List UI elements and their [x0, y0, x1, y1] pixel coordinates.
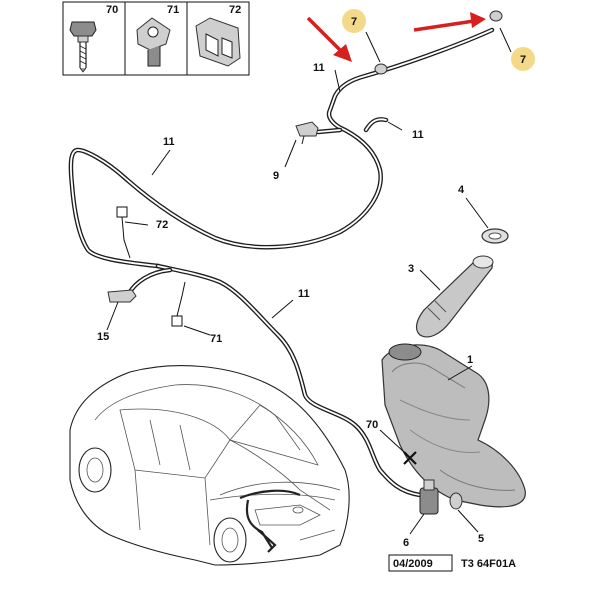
callout-15: 15	[97, 331, 109, 343]
callout-1: 1	[467, 354, 473, 366]
callout-11-top: 11	[313, 62, 325, 74]
callout-71: 71	[210, 333, 222, 345]
hose-clip-icon	[195, 17, 241, 67]
cap-7-right	[489, 10, 503, 22]
legend-number-72: 72	[229, 4, 241, 16]
leader-15	[106, 301, 119, 331]
nozzle-9	[295, 121, 319, 145]
car-outline	[69, 365, 350, 566]
leader-7-right	[499, 27, 512, 53]
cap-4	[481, 228, 509, 244]
callout-11-right: 11	[412, 129, 424, 141]
clip-marker-71	[171, 281, 186, 327]
leader-70	[379, 429, 405, 453]
screw-70-marker	[403, 451, 417, 465]
legend-number-71: 71	[167, 4, 179, 16]
callout-7-left: 7	[351, 16, 357, 28]
leader-11-middle	[271, 299, 294, 319]
leader-1	[447, 365, 473, 381]
leader-5	[457, 509, 479, 533]
highlight-badge-7-right: 7	[511, 47, 535, 71]
leader-7-left	[365, 31, 381, 63]
leader-72	[124, 221, 149, 226]
leader-9	[284, 139, 297, 168]
callout-70: 70	[366, 419, 378, 431]
lower-hose	[125, 263, 423, 498]
reservoir-1	[381, 343, 526, 508]
callout-11-left: 11	[163, 136, 175, 148]
clip-marker-72	[116, 206, 131, 259]
callout-6: 6	[403, 537, 409, 549]
callout-5: 5	[478, 533, 484, 545]
red-arrow-icon-right	[413, 12, 486, 32]
callout-9: 9	[273, 170, 279, 182]
callout-72: 72	[156, 219, 168, 231]
pump-6	[419, 479, 439, 515]
seal-5	[449, 492, 463, 510]
cap-7-left	[374, 63, 388, 75]
parts-legend: 70 71 72	[62, 1, 250, 76]
callout-3: 3	[408, 263, 414, 275]
leader-71	[183, 325, 211, 336]
bolt-icon	[69, 21, 97, 73]
leader-11-left	[151, 149, 171, 176]
filler-neck-3	[415, 255, 494, 338]
leader-3	[419, 269, 441, 291]
highlight-badge-7-left: 7	[342, 9, 366, 33]
footer-date: 04/2009	[393, 558, 433, 570]
callout-4: 4	[458, 184, 465, 196]
leader-6	[409, 513, 425, 535]
footer: 04/2009 T3 64F01A	[388, 554, 516, 572]
callout-11-middle: 11	[298, 288, 310, 300]
clip-icon	[136, 17, 171, 67]
leader-11-top	[334, 69, 341, 93]
leader-4	[465, 197, 489, 229]
footer-reference: T3 64F01A	[461, 558, 516, 570]
legend-number-70: 70	[106, 4, 118, 16]
leader-11-right	[387, 121, 403, 131]
jet-15	[107, 289, 137, 303]
callout-7-right: 7	[520, 54, 526, 66]
red-arrow-icon	[306, 16, 352, 62]
